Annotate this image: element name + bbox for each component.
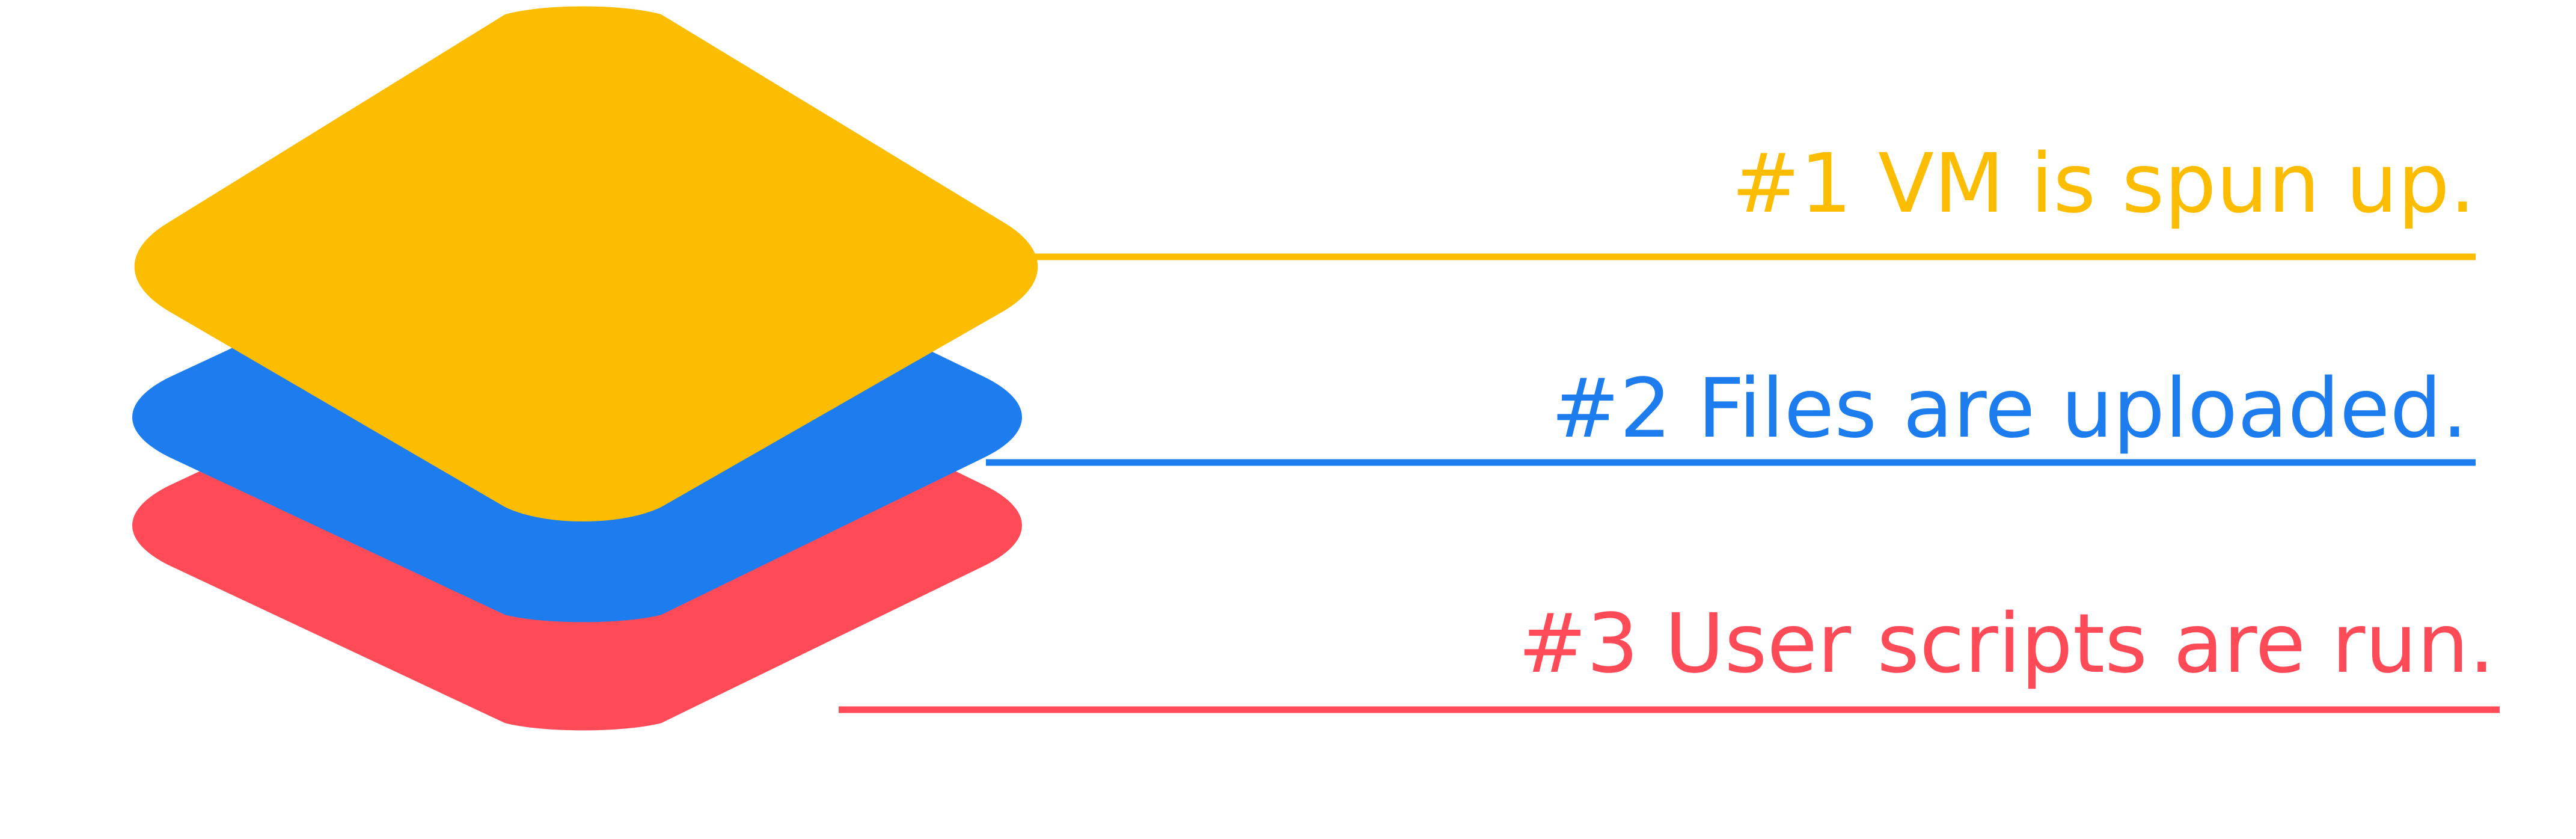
layer-3-label: #3 User scripts are run. xyxy=(1518,597,2495,692)
layer-1-label: #1 VM is spun up. xyxy=(1731,137,2476,232)
layer-2-label: #2 Files are uploaded. xyxy=(1551,361,2468,456)
layer-1-slab xyxy=(134,6,1038,521)
